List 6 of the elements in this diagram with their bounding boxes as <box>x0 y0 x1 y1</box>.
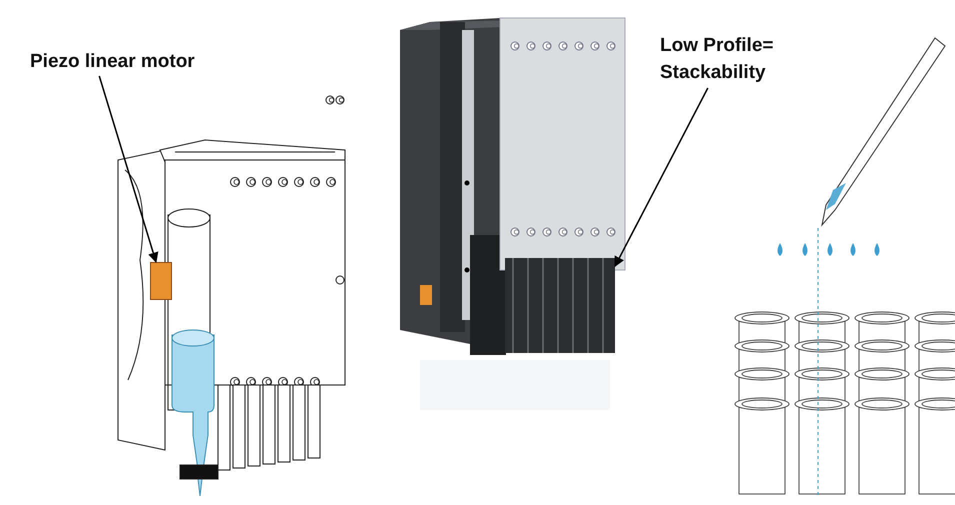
leader-line <box>98 76 158 263</box>
callout-label: Piezo linear motor <box>30 48 230 76</box>
leader-line <box>614 88 708 268</box>
motor-block <box>150 262 172 300</box>
module-base-drawing <box>505 258 615 353</box>
callout-label: Low Profile= Stackability <box>660 32 800 88</box>
